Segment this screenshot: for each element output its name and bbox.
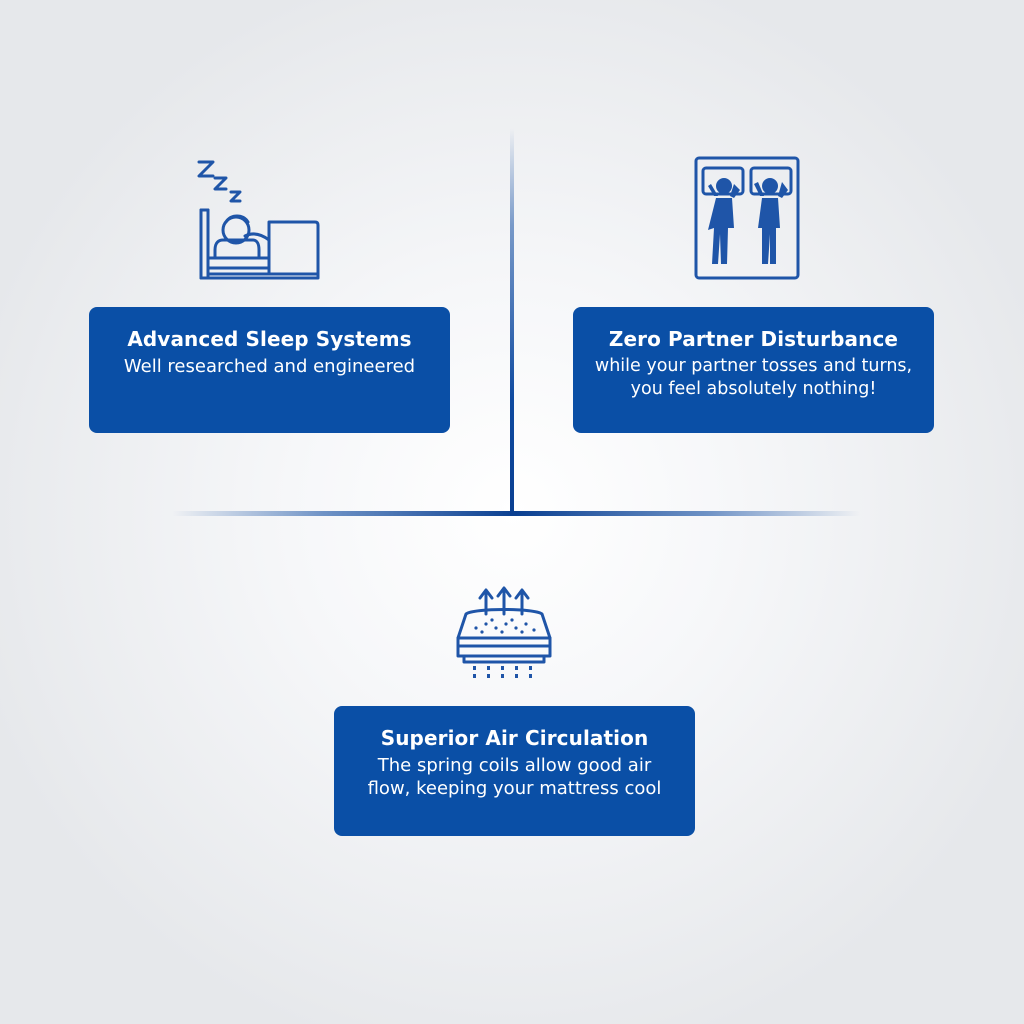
sleeping-person-icon: [197, 160, 320, 280]
feature-title: Superior Air Circulation: [380, 726, 649, 750]
feature-title: Advanced Sleep Systems: [127, 327, 412, 351]
vertical-divider: [510, 128, 514, 516]
two-people-in-bed-icon: [694, 156, 800, 280]
mattress-airflow-icon: [456, 586, 552, 678]
feature-card-advanced-sleep: Advanced Sleep Systems Well researched a…: [89, 307, 450, 433]
feature-description: Well researched and engineered: [123, 356, 416, 377]
feature-card-air-circulation: Superior Air Circulation The spring coil…: [334, 706, 695, 836]
feature-title: Zero Partner Disturbance: [608, 327, 899, 351]
feature-description: while your partner tosses and turns, you…: [594, 356, 913, 399]
feature-card-zero-partner-disturbance: Zero Partner Disturbance while your part…: [573, 307, 934, 433]
feature-description: The spring coils allow good air flow, ke…: [367, 755, 662, 799]
horizontal-divider: [172, 511, 860, 516]
